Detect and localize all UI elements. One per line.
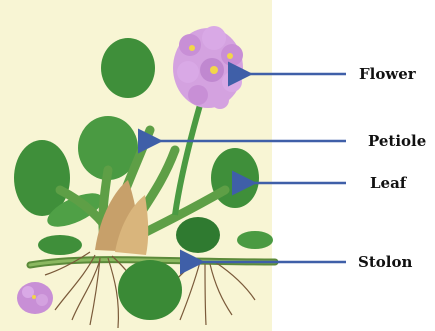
label-leaf: Leaf (370, 174, 406, 192)
small-flower (17, 282, 53, 314)
label-petiole: Petiole (368, 132, 426, 150)
label-stolon: Stolon (358, 253, 412, 271)
leaf-top (101, 38, 155, 98)
leaf-blade-right (237, 231, 273, 249)
leaf-blade-low (38, 235, 82, 255)
leaf-bottom (118, 260, 182, 320)
label-flower: Flower (359, 65, 416, 83)
leaf-lower-right (176, 217, 220, 253)
